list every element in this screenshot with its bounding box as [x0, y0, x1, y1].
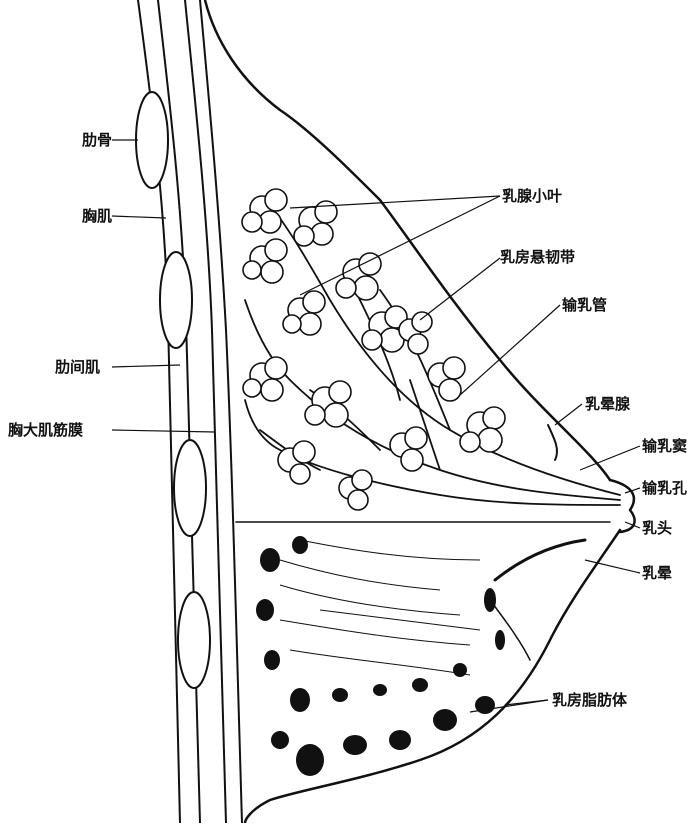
- skin-contour: [205, 0, 610, 480]
- rib-shape: [160, 252, 192, 348]
- areolar-gland-shape: [548, 425, 557, 460]
- lobule-cluster: [243, 239, 287, 283]
- areola-curve: [490, 600, 530, 660]
- fat-tissue-texture: [256, 536, 505, 776]
- lobule-cluster: [242, 189, 287, 233]
- label-rib: 肋骨: [82, 131, 112, 149]
- label-lobules: 乳腺小叶: [502, 187, 562, 205]
- label-pectoralis-major-fascia: 胸大肌筋膜: [8, 421, 83, 439]
- lobule-cluster: [428, 357, 465, 401]
- label-pectoral-muscle: 胸肌: [82, 207, 112, 225]
- label-areola: 乳晕: [642, 564, 672, 582]
- areola-curve: [495, 540, 585, 580]
- lobule-cluster: [283, 291, 325, 335]
- lobule-cluster: [336, 253, 381, 300]
- skin-contour-lower: [245, 530, 620, 823]
- rib-shape: [174, 440, 206, 536]
- label-intercostal-muscle: 肋间肌: [55, 358, 100, 376]
- label-suspensory-ligament: 乳房悬韧带: [500, 248, 575, 266]
- label-nipple: 乳头: [642, 519, 672, 537]
- label-lactiferous-duct: 输乳管: [562, 296, 607, 314]
- lobule-cluster: [243, 357, 287, 401]
- label-fat-tissue: 乳房脂肪体: [552, 691, 627, 709]
- rib-shape: [178, 592, 210, 688]
- lobule-cluster: [390, 427, 427, 471]
- lobule-cluster: [339, 470, 372, 510]
- label-areolar-gland: 乳晕腺: [585, 395, 630, 413]
- fat-tissue-strands: [280, 540, 480, 675]
- lobule-cluster: [305, 381, 351, 427]
- rib-shape: [136, 92, 168, 188]
- fascia-line: [200, 0, 242, 823]
- label-lactiferous-sinus: 输乳窦: [642, 437, 687, 455]
- lobule-cluster: [460, 407, 505, 452]
- label-duct-pore: 输乳孔: [642, 479, 687, 497]
- fascia-line: [185, 0, 226, 823]
